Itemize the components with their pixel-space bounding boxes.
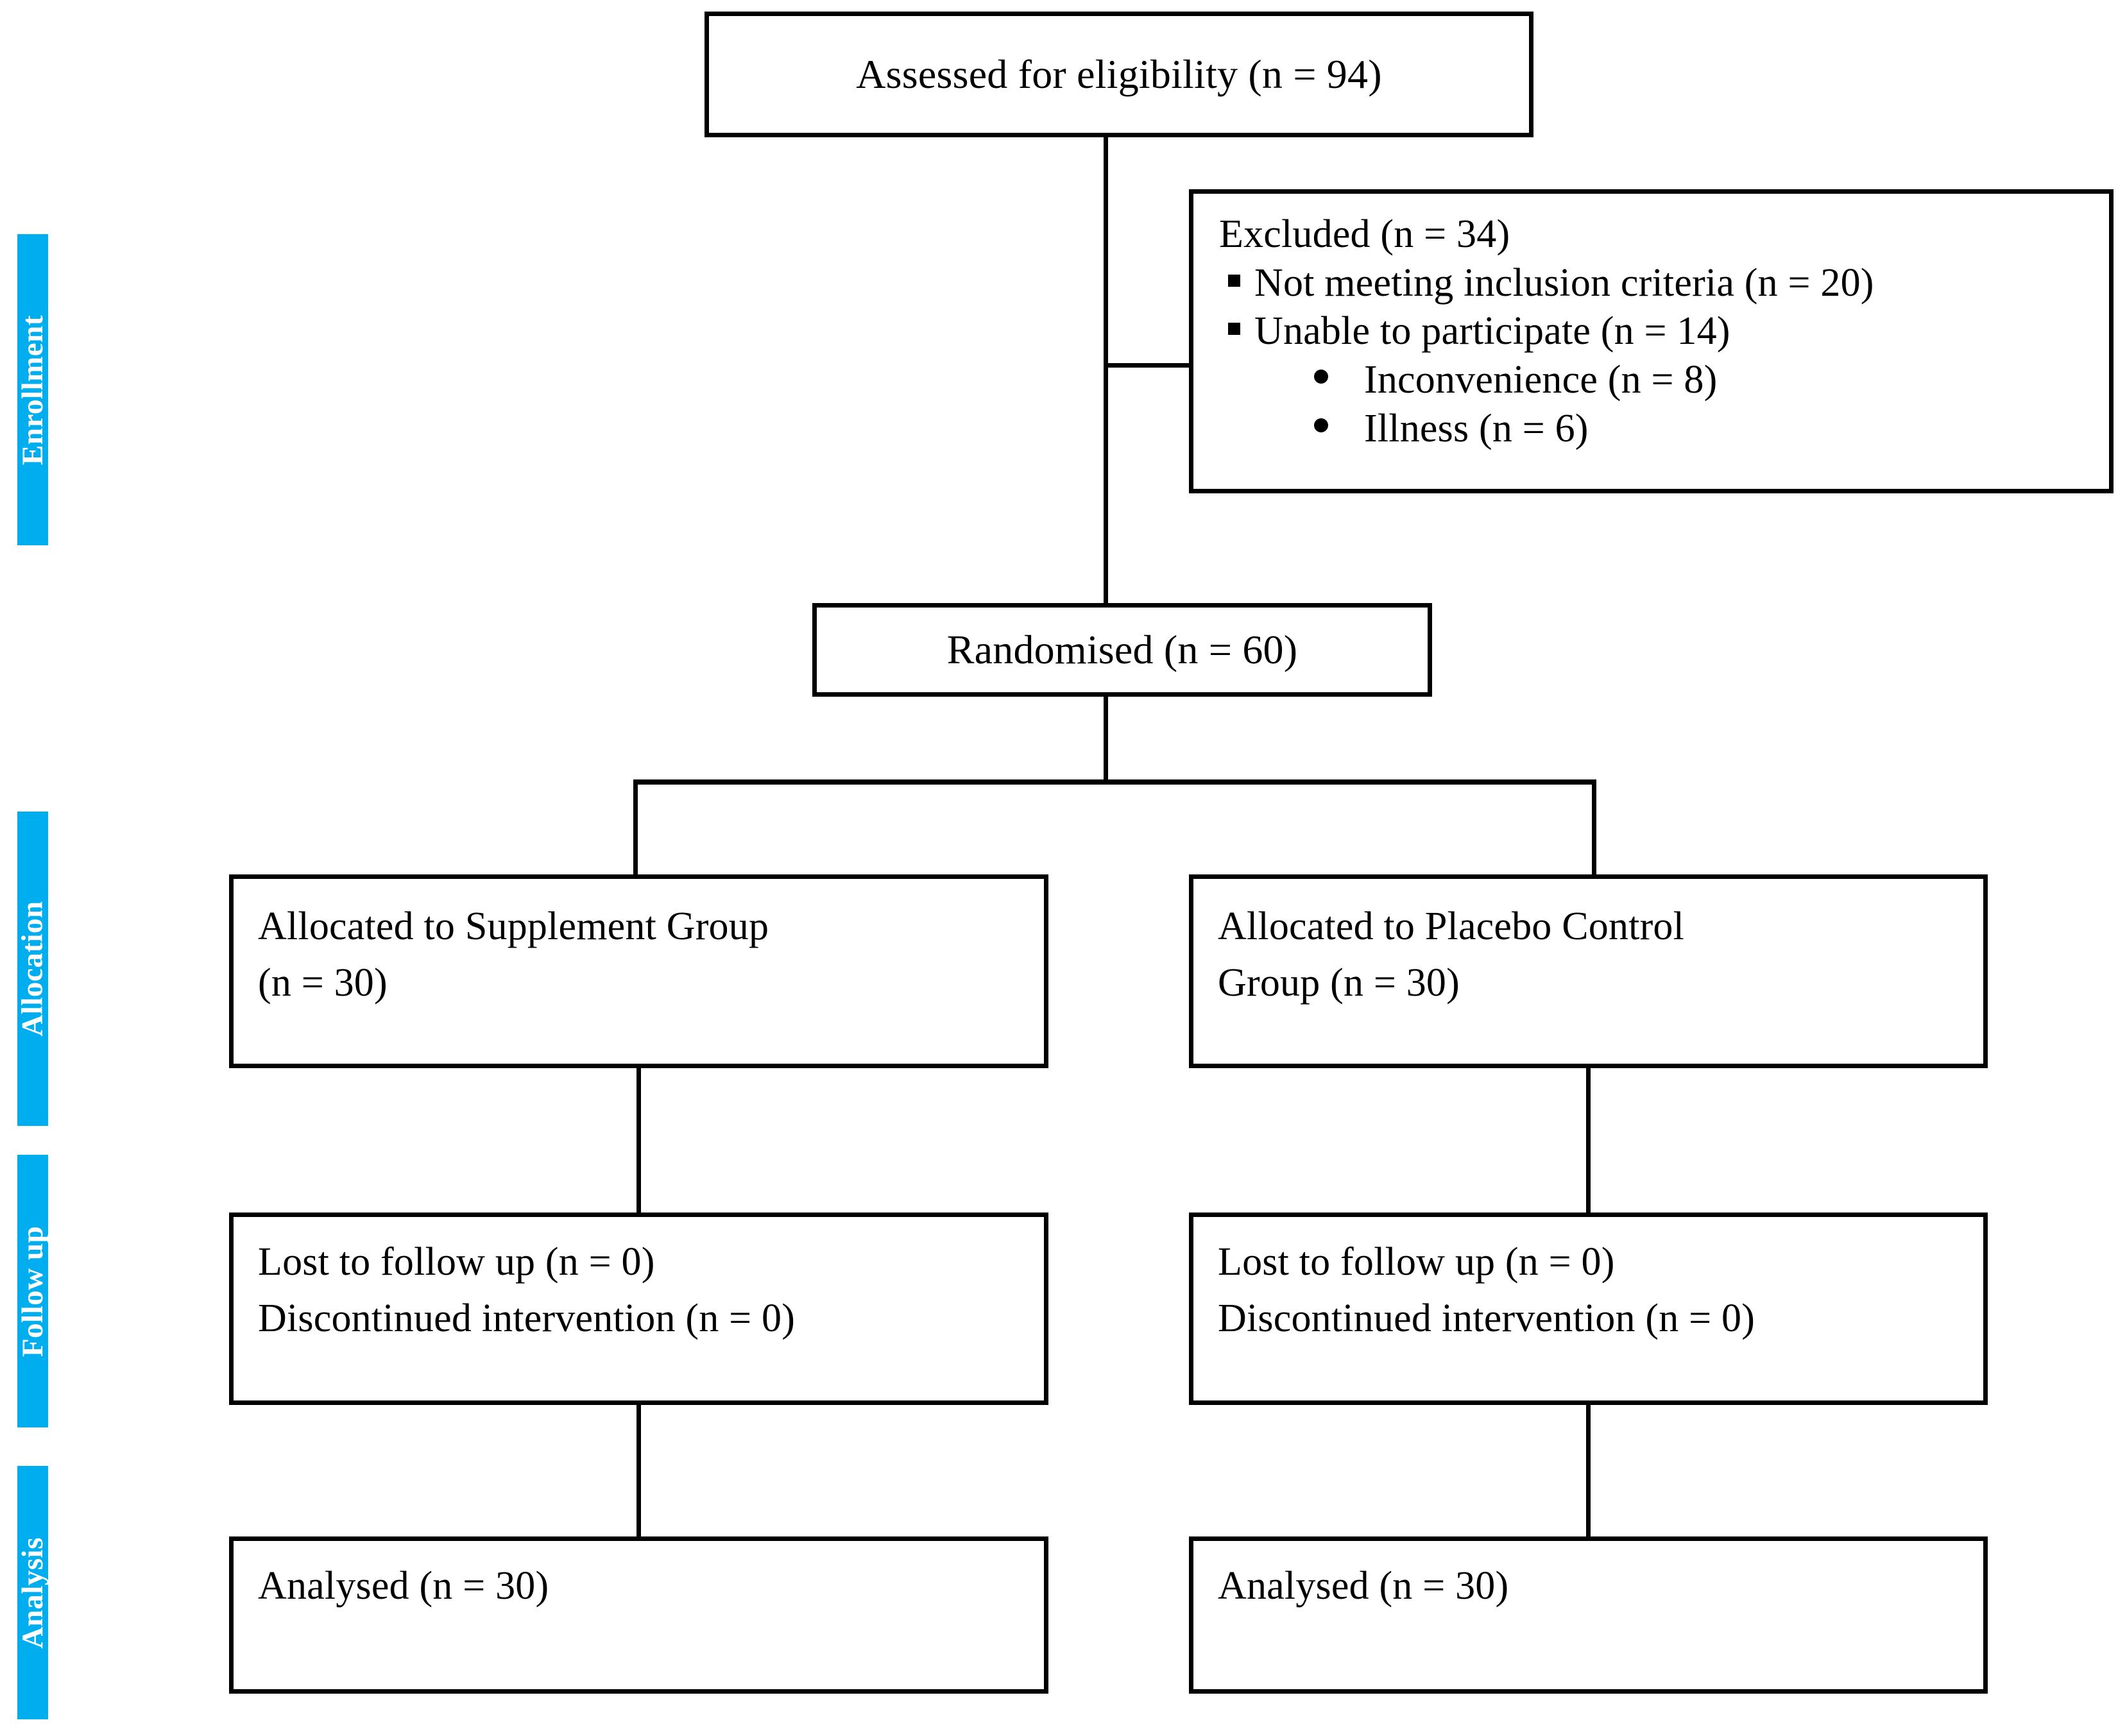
connector-right-followup-to-analysis xyxy=(1586,1405,1591,1538)
connector-assessed-to-excluded xyxy=(1104,363,1191,368)
connector-randomised-stem xyxy=(1104,697,1108,784)
node-allocated-supplement-line2: (n = 30) xyxy=(258,961,388,1005)
node-allocated-supplement-line1: Allocated to Supplement Group xyxy=(258,905,769,948)
connector-randomised-to-right-alloc xyxy=(1592,779,1596,876)
node-excluded: Excluded (n = 34) Not meeting inclusion … xyxy=(1189,189,2114,493)
connector-assessed-to-randomised xyxy=(1104,137,1108,604)
node-excluded-item-0: Not meeting inclusion criteria (n = 20) xyxy=(1219,259,2109,308)
node-followup-supplement: Lost to follow up (n = 0) Discontinued i… xyxy=(229,1213,1048,1405)
node-randomised: Randomised (n = 60) xyxy=(812,603,1432,697)
node-excluded-item-2-text: Inconvenience (n = 8) xyxy=(1364,357,1718,402)
node-assessed-text: Assessed for eligibility (n = 94) xyxy=(856,51,1382,97)
square-bullet-icon xyxy=(1228,323,1240,336)
connector-randomised-split-bar xyxy=(633,779,1596,785)
node-excluded-item-2: Inconvenience (n = 8) xyxy=(1219,356,2109,405)
round-bullet-icon xyxy=(1314,369,1328,384)
stage-tab-enrollment: Enrollment xyxy=(16,234,50,545)
node-analysed-supplement: Analysed (n = 30) xyxy=(229,1536,1048,1694)
stage-tab-followup: Follow up xyxy=(16,1155,50,1427)
node-analysed-placebo: Analysed (n = 30) xyxy=(1189,1536,1988,1694)
stage-tab-followup-label: Follow up xyxy=(16,1225,50,1357)
connector-right-alloc-to-followup xyxy=(1586,1068,1591,1214)
node-randomised-text: Randomised (n = 60) xyxy=(946,626,1298,672)
stage-tab-analysis: Analysis xyxy=(16,1466,49,1719)
node-followup-placebo: Lost to follow up (n = 0) Discontinued i… xyxy=(1189,1213,1988,1405)
square-bullet-icon xyxy=(1228,274,1240,287)
node-excluded-item-1: Unable to participate (n = 14) xyxy=(1219,307,2109,356)
connector-left-alloc-to-followup xyxy=(636,1068,641,1214)
node-followup-placebo-line1: Lost to follow up (n = 0) xyxy=(1218,1240,1615,1284)
node-allocated-placebo: Allocated to Placebo Control Group (n = … xyxy=(1189,874,1988,1068)
stage-tab-allocation-label: Allocation xyxy=(16,901,49,1037)
node-allocated-placebo-line1: Allocated to Placebo Control xyxy=(1218,905,1685,948)
stage-tab-analysis-label: Analysis xyxy=(16,1536,49,1649)
node-followup-placebo-line2: Discontinued intervention (n = 0) xyxy=(1218,1297,1755,1341)
node-assessed-for-eligibility: Assessed for eligibility (n = 94) xyxy=(705,12,1533,137)
node-followup-supplement-line2: Discontinued intervention (n = 0) xyxy=(258,1297,796,1341)
connector-randomised-to-left-alloc xyxy=(633,779,638,876)
node-followup-supplement-line1: Lost to follow up (n = 0) xyxy=(258,1240,655,1284)
node-analysed-placebo-text: Analysed (n = 30) xyxy=(1218,1564,1509,1608)
node-analysed-supplement-text: Analysed (n = 30) xyxy=(258,1564,549,1608)
node-excluded-item-0-text: Not meeting inclusion criteria (n = 20) xyxy=(1254,260,1874,305)
node-excluded-item-1-text: Unable to participate (n = 14) xyxy=(1254,309,1730,353)
node-allocated-placebo-line2: Group (n = 30) xyxy=(1218,961,1460,1005)
connector-left-followup-to-analysis xyxy=(636,1405,641,1538)
node-excluded-item-3-text: Illness (n = 6) xyxy=(1364,406,1589,450)
stage-tab-allocation: Allocation xyxy=(16,812,49,1126)
node-allocated-supplement: Allocated to Supplement Group (n = 30) xyxy=(229,874,1048,1068)
node-excluded-item-3: Illness (n = 6) xyxy=(1219,405,2109,454)
stage-tab-enrollment-label: Enrollment xyxy=(16,314,50,465)
node-excluded-heading: Excluded (n = 34) xyxy=(1219,212,1510,256)
round-bullet-icon xyxy=(1314,418,1328,432)
